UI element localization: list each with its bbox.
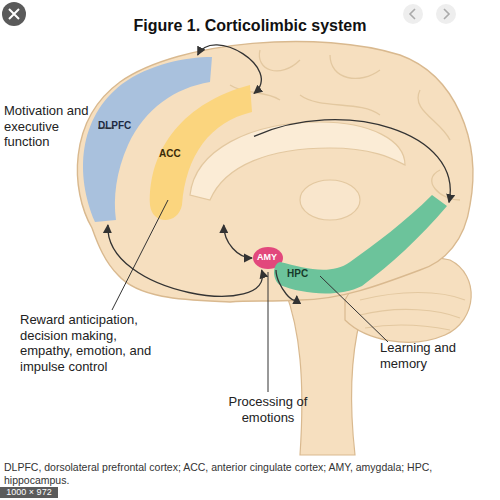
prev-icon <box>410 9 415 19</box>
connector-arrow <box>224 225 252 258</box>
region-abbreviation: DLPFC <box>98 120 131 132</box>
region-shape <box>272 192 449 296</box>
figure-caption: DLPFC, dorsolateral prefrontal cortex; A… <box>4 461 492 487</box>
region-abbreviation: ACC <box>159 148 181 160</box>
connector-arrow <box>198 45 262 94</box>
prev-button <box>403 4 423 24</box>
close-button <box>2 2 26 26</box>
corpus-callosum <box>190 122 405 200</box>
function-callout: Reward anticipation, decision making, em… <box>20 312 172 374</box>
function-callout: Processing of emotions <box>226 394 310 425</box>
connector-arrow <box>254 120 450 203</box>
brain-region: HPC <box>272 192 449 296</box>
cerebrum <box>77 41 472 302</box>
leader-line <box>112 200 168 310</box>
image-size-badge: 1000 × 972 <box>0 487 58 498</box>
leader-line <box>268 272 269 392</box>
leader-line <box>98 128 114 129</box>
region-abbreviation: HPC <box>287 268 308 280</box>
figure-title: Figure 1. Corticolimbic system <box>0 16 500 35</box>
thalamus <box>300 180 360 220</box>
region-abbreviation: AMY <box>257 252 277 263</box>
function-callout: Learning and memory <box>380 340 466 371</box>
next-icon <box>444 9 449 19</box>
brain-region: ACC <box>146 82 254 225</box>
leader-line <box>320 276 388 342</box>
connector-arrow <box>276 270 297 300</box>
cerebellum-folia <box>360 293 465 331</box>
acc-region <box>150 85 252 220</box>
connector-arrow <box>108 225 263 296</box>
hpc-region <box>274 195 447 293</box>
next-button <box>436 4 456 24</box>
close-icon <box>9 9 19 19</box>
